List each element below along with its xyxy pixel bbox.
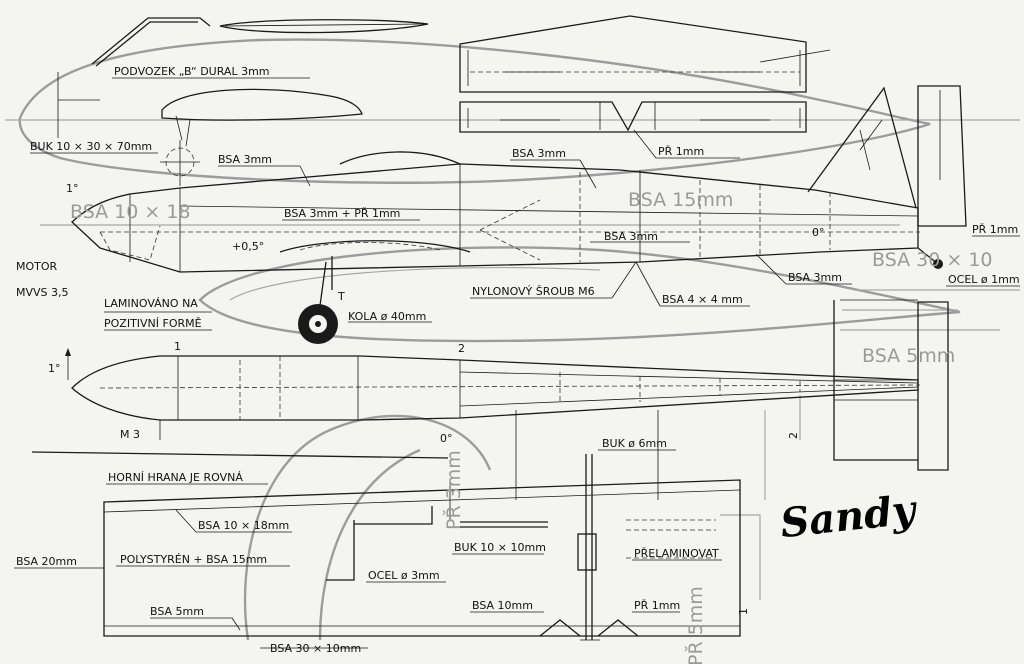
drawing-title: Sandy (778, 486, 920, 547)
wing-planform (103, 410, 741, 641)
label-sec1: 1 (174, 340, 181, 353)
watermark-labels: BSA 10 × 18 BSA 15mm BSA 30 × 10 BSA 5mm… (70, 189, 993, 664)
stabilizer-section (219, 19, 429, 34)
label-mvvs: MVVS 3,5 (16, 286, 69, 299)
label-kola: KOLA ø 40mm (348, 310, 426, 323)
label-horni: HORNÍ HRANA JE ROVNÁ (108, 471, 243, 484)
landing-gear-wire (91, 17, 211, 67)
label-wing-sec1: 1 (737, 608, 750, 615)
label-pr1-wing: PŘ 1mm (634, 599, 680, 612)
watermark-pr5: PŘ 5mm (684, 586, 707, 664)
label-bsa10x18: BSA 10 × 18mm (198, 519, 289, 532)
wing-airfoil (160, 88, 363, 186)
label-buk6: BUK ø 6mm (602, 437, 667, 450)
label-prelaminovat: PŘELAMINOVAT (634, 547, 719, 560)
label-bsa10: BSA 10mm (472, 599, 533, 612)
label-angle-05: +0,5° (232, 240, 264, 253)
tailplane-planform (459, 15, 831, 133)
label-ocel1: OCEL ø 1mm (948, 273, 1020, 286)
label-pr1-top: PŘ 1mm (658, 145, 704, 158)
label-bsa3-d: BSA 3mm (788, 271, 842, 284)
label-bsa3-pr1: BSA 3mm + PŘ 1mm (284, 207, 400, 220)
label-bsa3-b: BSA 3mm (512, 147, 566, 160)
label-wing-sec2: 2 (787, 432, 800, 439)
label-polystyren: POLYSTYRÉN + BSA 15mm (120, 553, 267, 566)
fuselage-top-view (31, 299, 949, 471)
label-m3: M 3 (120, 428, 140, 441)
label-pozitivni: POZITIVNÍ FORMĚ (104, 317, 202, 330)
label-angle-0-fus: 0° (812, 226, 825, 239)
leader-lines (14, 77, 1020, 649)
fuselage-side-view (57, 72, 967, 344)
label-angle-1-top: 1° (66, 182, 79, 195)
watermark-bsa5: BSA 5mm (862, 345, 955, 367)
label-t: T (337, 290, 345, 303)
label-buk10x10: BUK 10 × 10mm (454, 541, 546, 554)
label-sec2: 2 (458, 342, 465, 355)
watermark-bsa10x18: BSA 10 × 18 (70, 201, 191, 223)
label-motor: MOTOR (16, 260, 58, 273)
label-nylon: NYLONOVÝ ŠROUB M6 (472, 285, 595, 298)
label-angle-1-side: 1° (48, 362, 61, 375)
label-podvozek: PODVOZEK „B“ DURAL 3mm (114, 65, 270, 78)
label-pr1-tail: PŘ 1mm (972, 223, 1018, 236)
watermark-pr3: PŘ 3mm (442, 450, 465, 530)
label-buk-block: BUK 10 × 30 × 70mm (30, 140, 152, 153)
watermark-bsa15: BSA 15mm (628, 189, 733, 211)
label-bsa30x10: BSA 30 × 10mm (270, 642, 361, 655)
label-bsa5: BSA 5mm (150, 605, 204, 618)
label-angle-0-wing: 0° (440, 432, 453, 445)
label-laminovano: LAMINOVÁNO NA (104, 297, 198, 310)
label-ocel3: OCEL ø 3mm (368, 569, 440, 582)
label-bsa4x4: BSA 4 × 4 mm (662, 293, 743, 306)
watermark-bsa30x10: BSA 30 × 10 (872, 249, 993, 271)
label-bsa3-c: BSA 3mm (604, 230, 658, 243)
label-bsa3-a: BSA 3mm (218, 153, 272, 166)
annotation-labels: PODVOZEK „B“ DURAL 3mm BUK 10 × 30 × 70m… (16, 65, 1020, 655)
label-bsa20: BSA 20mm (16, 555, 77, 568)
